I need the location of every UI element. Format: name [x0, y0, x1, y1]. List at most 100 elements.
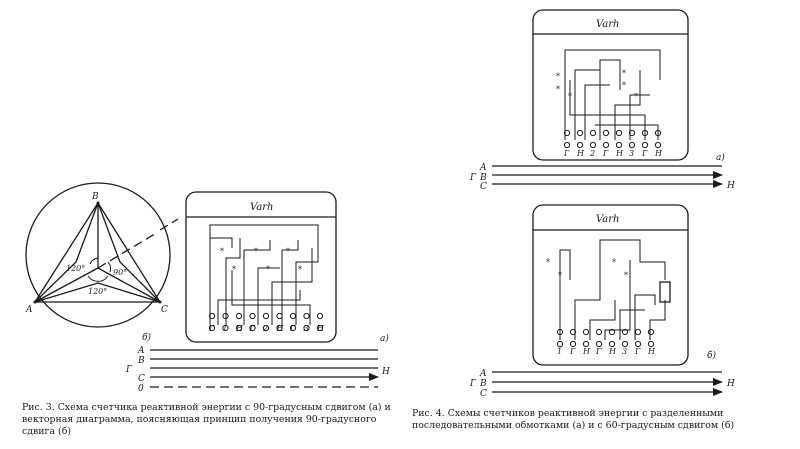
terminal-label: 1 [557, 347, 562, 356]
fig3-coil-star-5: * [286, 247, 290, 256]
vertex-c-dot [158, 300, 162, 304]
terminal-post [235, 324, 243, 332]
fig4b-coil-star-1: * [546, 258, 550, 267]
fig4b-sub-label: б) [707, 350, 716, 361]
terminal-label: Г [563, 149, 570, 158]
terminal-post [654, 141, 662, 149]
terminal-label: Н [647, 347, 656, 356]
fig4a-coil-star-5: * [622, 81, 626, 90]
terminal-label: 3 [304, 324, 309, 333]
fig4a-meter-body [532, 9, 689, 161]
terminal-label: Н [615, 149, 624, 158]
fig3-meter-body [185, 191, 337, 343]
terminal-post [654, 129, 662, 137]
vector-dashed-ext [159, 218, 179, 231]
terminal-post [589, 141, 597, 149]
angle-arc-right [107, 261, 112, 273]
terminal-post [262, 312, 270, 320]
vector-line-c [97, 267, 161, 303]
fig3-coil-star-2: * [232, 265, 236, 274]
fig3-sub-a-label: а) [380, 333, 389, 344]
terminal-label: Н [276, 324, 285, 333]
terminal-post [582, 328, 590, 336]
terminal-post [556, 328, 564, 336]
fig4a-out-h: Н [726, 181, 735, 191]
terminal-label: Н [654, 149, 663, 158]
terminal-post [602, 141, 610, 149]
terminal-post [608, 328, 616, 336]
fig3-phase-0: 0 [138, 384, 144, 394]
terminal-post [563, 129, 571, 137]
terminal-post [276, 312, 283, 320]
fig3-coil-star-4: * [266, 265, 270, 274]
vector-star-left [34, 202, 99, 303]
fig4b-phase-c: C [480, 389, 487, 399]
terminal-post [647, 328, 655, 336]
vector-diagram: B A C 120° 90° 120° б) [25, 182, 179, 343]
terminal-post [576, 141, 584, 149]
vector-circle [25, 182, 171, 328]
fig3-meter-title: Varh [250, 202, 274, 213]
terminal-label: Н [235, 324, 244, 333]
terminal-post [634, 340, 642, 348]
fig4b-meter-title: Varh [596, 214, 620, 225]
terminal-label: Г [249, 324, 256, 333]
terminal-post [628, 141, 636, 149]
fig3-coil-star-1: * [220, 247, 224, 256]
terminal-post [628, 129, 636, 137]
terminal-post [595, 340, 603, 348]
fig3-out-h: Н [381, 367, 390, 377]
fig3-internal-wiring [209, 224, 319, 325]
fig3-caption: Рис. 3. Схема счетчика реактивной энерги… [22, 402, 391, 437]
fig3-phase-a: A [137, 346, 145, 356]
terminal-label: 2 [589, 149, 595, 158]
terminal-post [621, 328, 629, 336]
terminal-label: Г [602, 149, 609, 158]
terminal-label: 3 [629, 149, 634, 158]
terminal-post [582, 340, 590, 348]
fig3-coil-star-3: * [254, 247, 258, 256]
terminal-post [556, 340, 564, 348]
terminal-post [569, 340, 577, 348]
fig4b-out-h: Н [726, 379, 735, 389]
terminal-post [608, 340, 616, 348]
terminal-label: Г [208, 324, 215, 333]
vertex-c-label: C [161, 305, 168, 315]
terminal-label: 3 [622, 347, 627, 356]
terminal-label: Г [595, 347, 602, 356]
vector-dashed-line [97, 231, 159, 269]
terminal-label: Г [641, 149, 648, 158]
fig4b-coil-star-4: * [624, 271, 628, 280]
fig4a-coil-star-3: * [568, 92, 572, 101]
terminal-label: Н [582, 347, 591, 356]
fig4a-coil-star-4: * [622, 69, 626, 78]
vertex-b-dot [96, 201, 100, 205]
terminal-post [615, 141, 623, 149]
terminal-post [641, 141, 649, 149]
terminal-post [615, 129, 623, 137]
terminal-post [563, 141, 571, 149]
terminal-post [289, 312, 297, 320]
vector-star-right [97, 202, 161, 303]
fig4a-phase-g: Г [469, 173, 477, 183]
fig4a-phase-a: A [479, 163, 487, 173]
terminal-post [262, 324, 270, 332]
angle-top-label: 120° [66, 264, 85, 273]
terminal-post [222, 324, 229, 332]
terminal-post [621, 340, 629, 348]
fig4b-resistor [659, 281, 671, 303]
vector-triangle [33, 201, 162, 303]
terminal-post [569, 328, 577, 336]
fig4a-coil-star-1: * [556, 72, 560, 81]
vector-line-a [34, 267, 99, 303]
fig4b-meter-body [532, 204, 689, 366]
terminal-post [303, 312, 310, 320]
terminal-post [235, 312, 243, 320]
terminal-post [276, 324, 283, 332]
fig3-sub-b-label: б) [142, 332, 151, 343]
